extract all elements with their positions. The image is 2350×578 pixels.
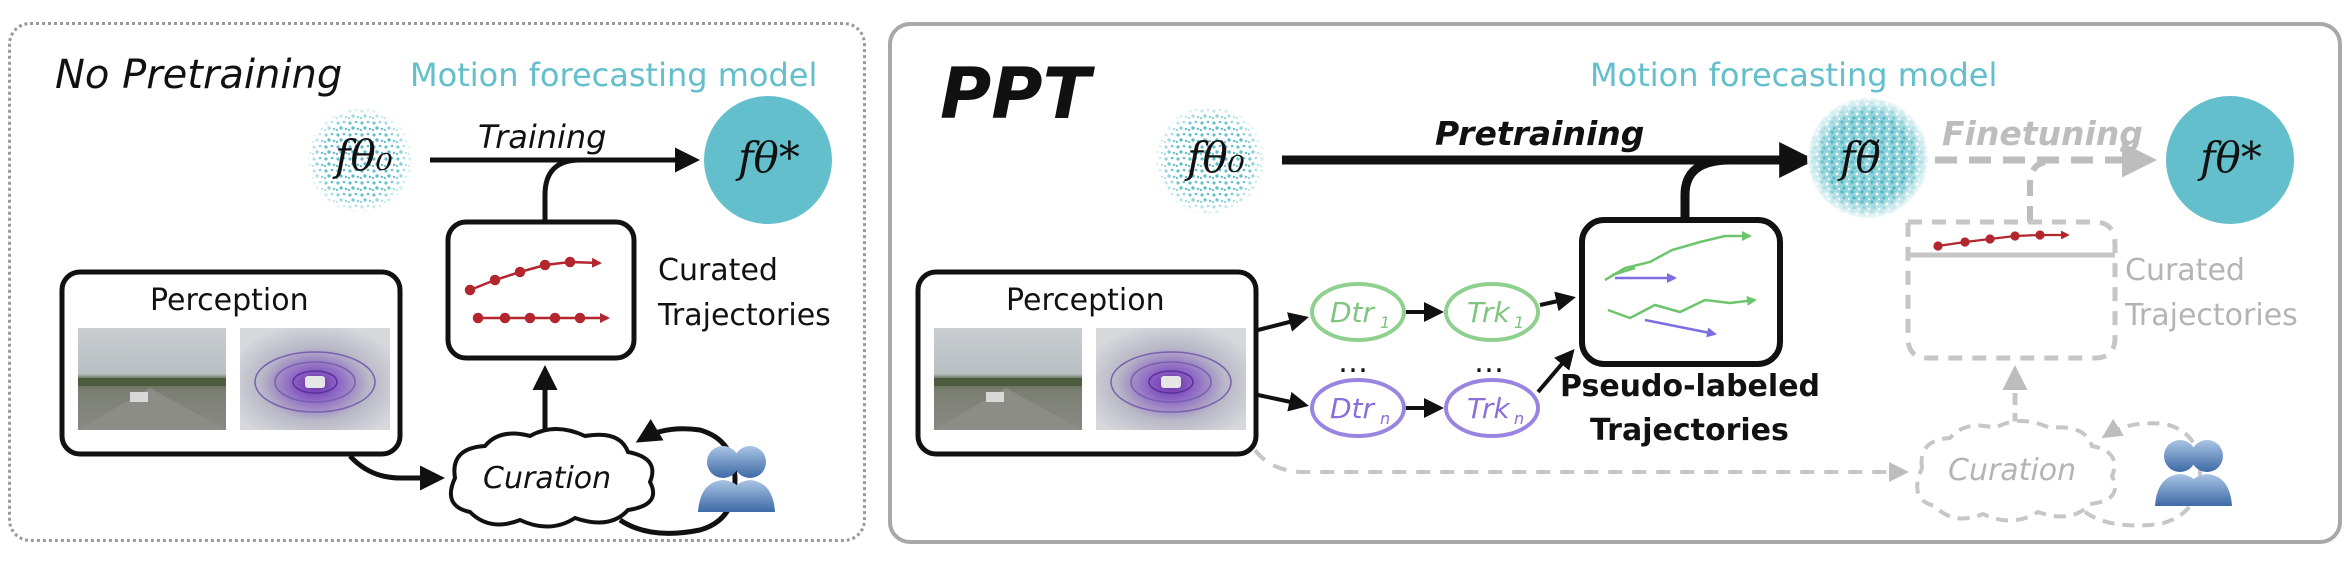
left-panel-title: No Pretraining [55,52,342,98]
right-final-model-label: fθ* [2197,133,2262,182]
right-pseudo-label-line2: Trajectories [1590,413,1789,448]
right-tracker-1-node: Trk 1 [1444,282,1540,342]
right-trk1-to-pseudo-edge [1539,291,1576,312]
right-tracker-1-label: Trk [1467,296,1511,329]
right-detector-n-label: Dtr [1330,392,1376,425]
right-camera-image [934,328,1082,430]
left-camera-image [78,328,226,430]
left-curated-to-training-edge [542,157,581,220]
right-perception-to-curation-edge [1253,448,1909,482]
left-initial-model-label: fθ₀ [332,131,393,180]
left-final-model-label: fθ* [735,133,800,182]
right-initial-model-node: fθ₀ [1155,105,1265,215]
right-tracker-1-sub: 1 [1514,313,1524,332]
ppt-panel [888,22,2342,544]
left-perception-label: Perception [150,283,309,318]
left-annotator-people-icon [698,446,775,512]
right-detector-1-sub: 1 [1380,313,1390,332]
right-pretraining-label: Pretraining [1435,114,1644,153]
right-model-caption: Motion forecasting model [1590,56,1997,94]
left-curation-cloud [449,427,656,529]
right-detector-1-node: Dtr 1 [1310,282,1406,342]
right-initial-model-label: fθ₀ [1184,133,1245,182]
left-annotator-feedback-loop [618,418,738,536]
right-tracker-n-label: Trk [1467,392,1511,425]
right-final-model-node: fθ* [2166,96,2294,224]
right-curation-cloud [1915,419,2118,523]
right-pseudo-label-line1: Pseudo-labeled [1560,369,1820,404]
right-tracker-n-sub: n [1514,409,1524,428]
right-perception-to-dtr1-edge [1257,312,1309,332]
right-curated-trajectories-box [1905,219,2118,361]
right-curated-label-line1: Curated [2125,253,2245,288]
left-curated-trajectory-lines [464,256,610,324]
left-model-caption: Motion forecasting model [410,56,817,94]
left-training-label: Training [478,118,606,156]
left-curated-label-line1: Curated [658,253,778,288]
right-lidar-image [1096,328,1246,430]
right-detector-n-node: Dtr n [1310,378,1406,438]
no-pretraining-panel [8,22,866,542]
right-pseudo-labeled-box [1579,217,1783,367]
right-tracker-n-node: Trk n [1444,378,1540,438]
right-detector-1-label: Dtr [1330,296,1376,329]
left-lidar-image [240,328,390,430]
left-curated-trajectories-box [445,219,637,361]
right-pretrained-model-node: fθ̃ [1807,97,1929,219]
right-pseudo-trajectory-lines [1604,231,1757,338]
right-detector-n-sub: n [1380,409,1390,428]
right-pretrained-model-label: fθ̃ [1837,133,1881,182]
left-final-model-node: fθ* [704,96,832,224]
left-curation-label: Curation [483,461,611,496]
right-trkn-to-pseudo-edge [1536,348,1575,394]
right-panel-title: PPT [940,53,1096,135]
right-curation-label: Curation [1948,453,2076,488]
left-curated-label-line2: Trajectories [657,298,831,333]
right-pseudo-to-pretraining-edge [1680,155,1731,222]
right-curated-to-finetuning-edge [2027,159,2046,222]
right-perception-label: Perception [1006,283,1165,318]
right-detector-ellipsis: … [1338,345,1368,380]
right-annotator-feedback-loop [2083,418,2203,528]
left-perception-to-curation-edge [348,454,445,491]
left-initial-model-node: fθ₀ [307,107,413,213]
right-finetuning-label: Finetuning [1942,114,2143,153]
right-curated-label-line2: Trajectories [2124,298,2298,333]
right-curated-trajectory-lines [1933,230,2070,251]
right-annotator-people-icon [2155,440,2232,506]
right-perception-to-dtrn-edge [1257,391,1309,412]
right-tracker-ellipsis: … [1474,345,1504,380]
